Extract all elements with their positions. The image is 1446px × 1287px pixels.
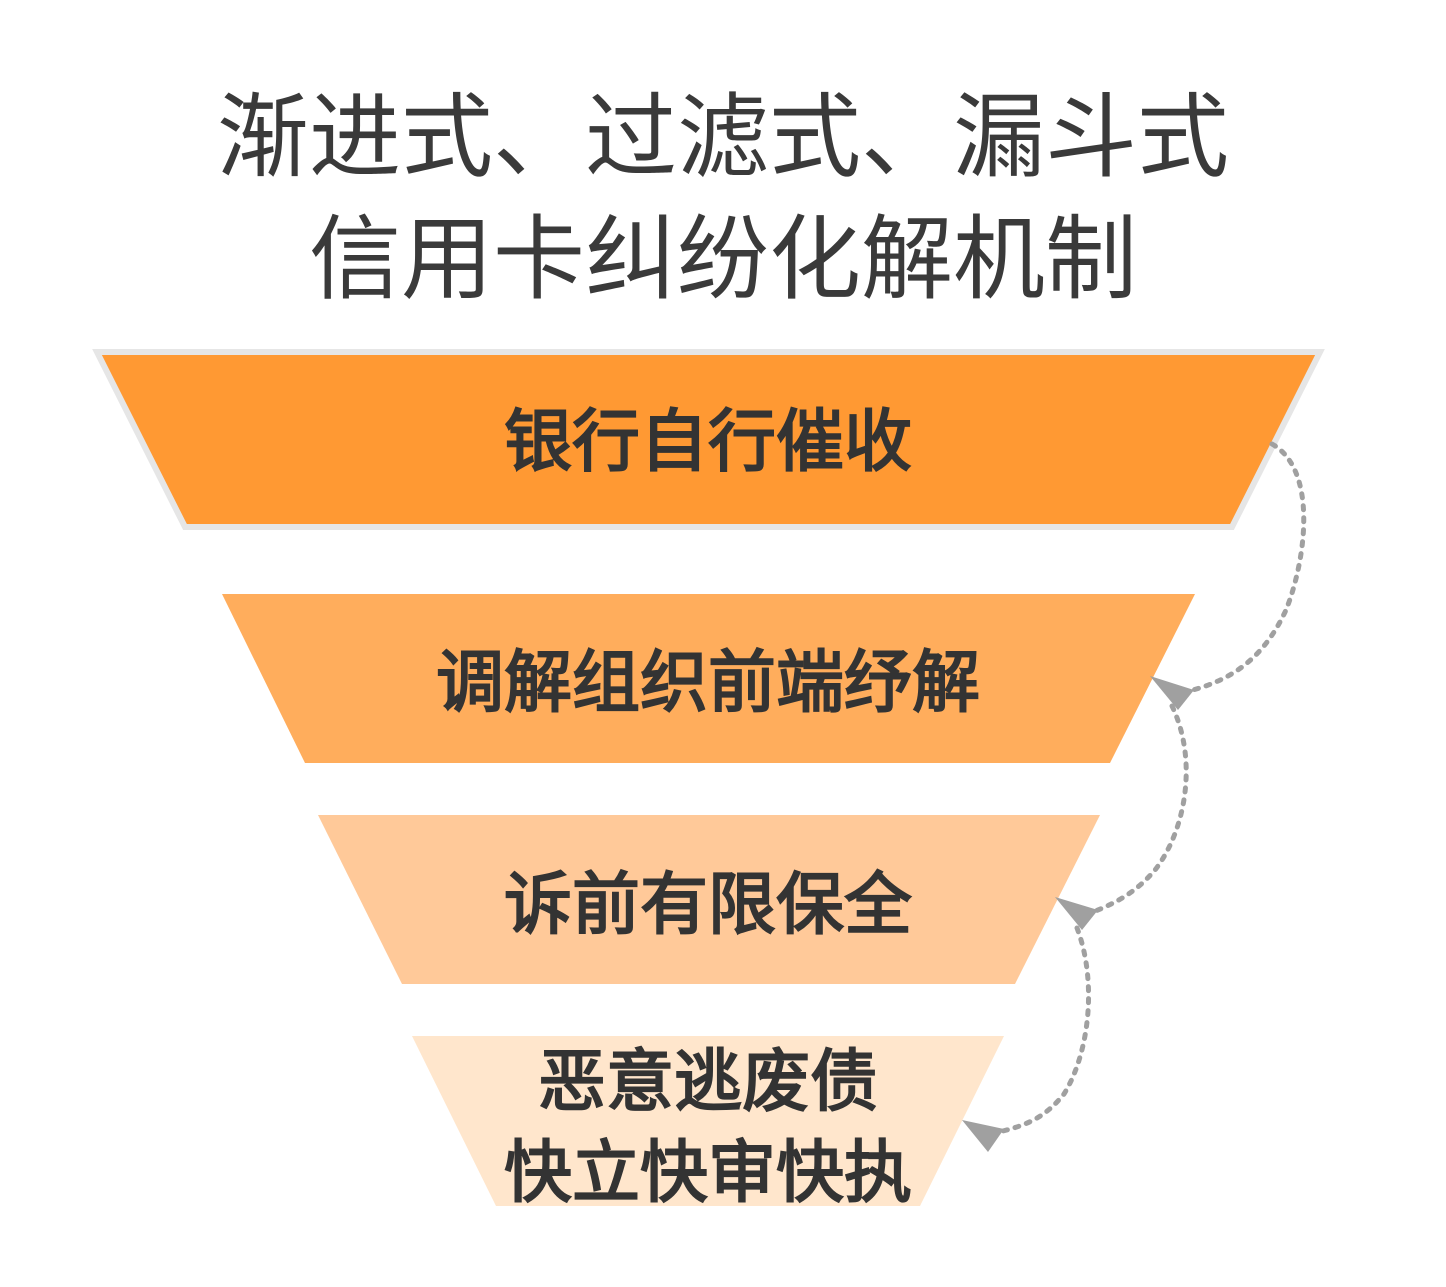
arrowhead-stage-3-icon bbox=[1055, 897, 1098, 930]
arrowhead-stage-4-icon bbox=[962, 1120, 1004, 1152]
connector-3-to-4 bbox=[1000, 925, 1091, 1134]
stage-2-label: 调解组织前端纾解 bbox=[436, 644, 980, 723]
stage-3-label: 诉前有限保全 bbox=[504, 866, 913, 945]
connector-2-to-3 bbox=[1090, 703, 1189, 915]
stage-3-trapezoid bbox=[318, 815, 1100, 984]
stage-1-trapezoid bbox=[92, 349, 1325, 530]
stage-4-trapezoid bbox=[412, 1036, 1004, 1206]
stage-1-label: 银行自行催收 bbox=[504, 403, 912, 482]
stage-4-label-line-1: 恶意逃废债 bbox=[538, 1043, 878, 1122]
title-line-1: 渐进式、过滤式、漏斗式 bbox=[216, 84, 1229, 191]
connector-1-to-2 bbox=[1190, 441, 1307, 693]
stage-2-trapezoid bbox=[222, 594, 1195, 763]
arrowhead-stage-2-icon bbox=[1150, 676, 1194, 710]
stage-4-label-line-2: 快立快审快执 bbox=[504, 1134, 912, 1213]
title-line-2: 信用卡纠纷化解机制 bbox=[308, 206, 1137, 313]
